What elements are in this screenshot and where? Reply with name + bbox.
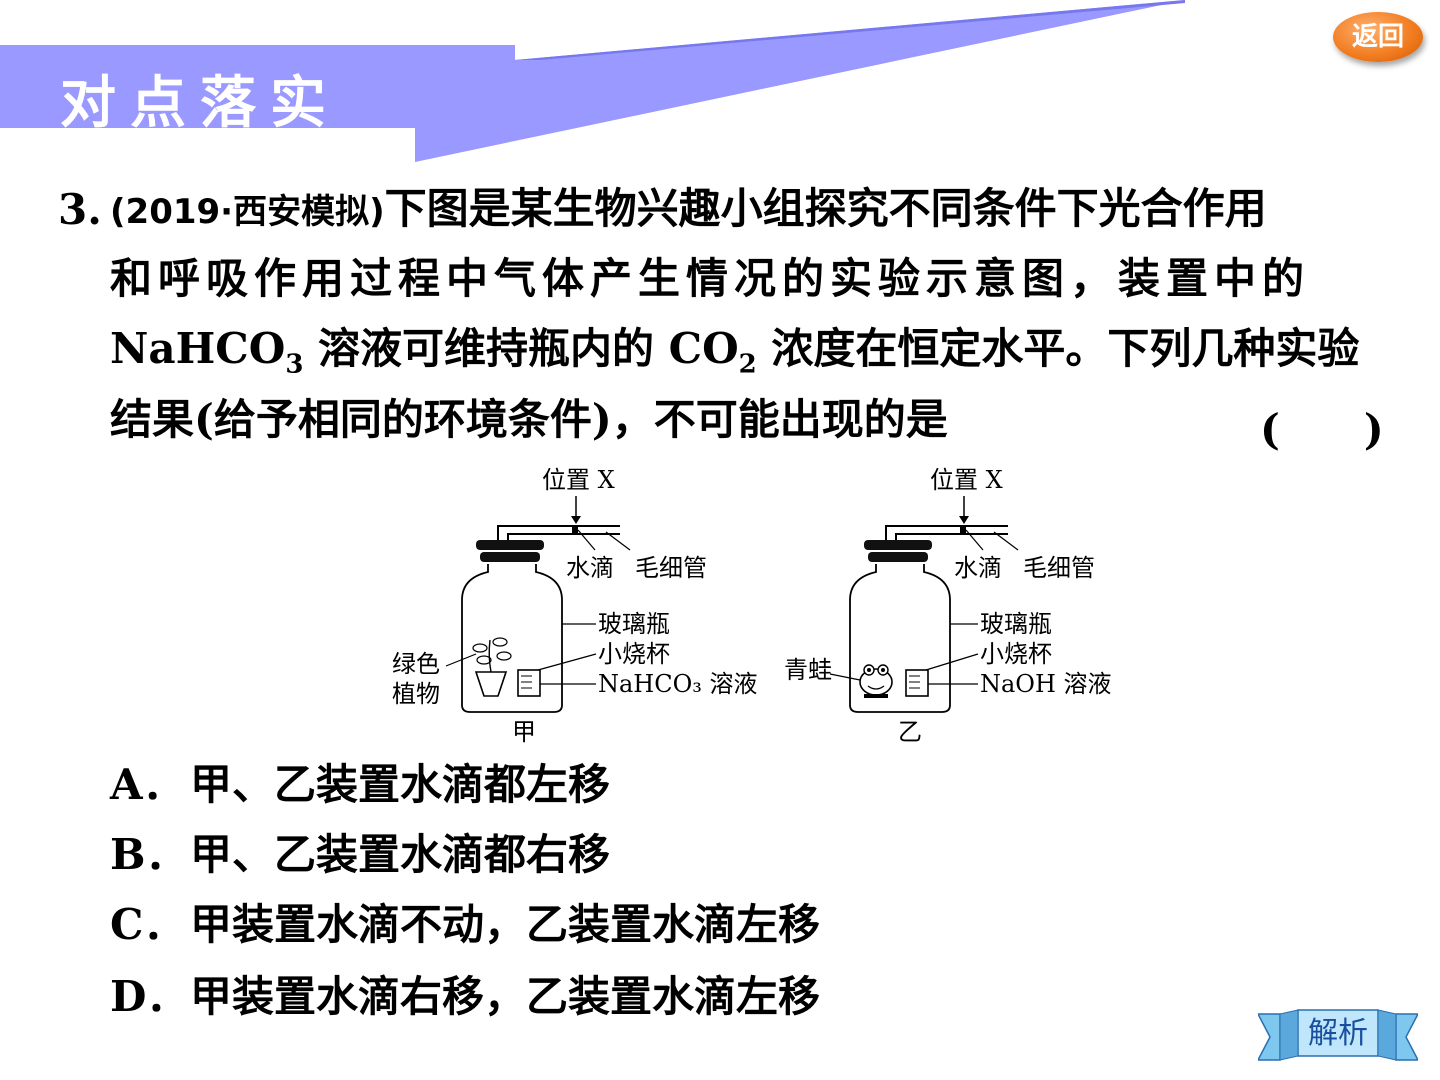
option-letter: B．	[110, 830, 188, 879]
question-line-2: 和呼吸作用过程中气体产生情况的实验示意图，装置中的	[110, 254, 1311, 303]
tube-label-yi: 毛细管	[1023, 554, 1095, 582]
position-x-label-yi: 位置 X	[930, 466, 1003, 494]
option-letter: D．	[110, 972, 189, 1021]
answer-blank: ( )	[1260, 405, 1384, 454]
position-x-label-jia: 位置 X	[542, 466, 615, 494]
question-number: 3.	[58, 185, 102, 234]
option-d[interactable]: D．甲装置水滴右移，乙装置水滴左移	[110, 972, 820, 1022]
apparatus-jia: 位置 X 水滴 毛细管 玻璃瓶 小烧杯 NaHCO₃ 溶液 绿	[392, 466, 758, 746]
frog-icon	[859, 664, 893, 698]
organism-label-yi: 青蛙	[784, 656, 832, 684]
option-text: 甲装置水滴不动，乙装置水滴左移	[190, 900, 821, 949]
water-drop-yi	[960, 525, 966, 534]
option-c[interactable]: C．甲装置水滴不动，乙装置水滴左移	[110, 900, 820, 950]
option-letter: C．	[110, 900, 186, 949]
bottle-label-jia: 玻璃瓶	[598, 610, 670, 638]
subscript-2: 2	[738, 349, 757, 380]
question-source: (2019·西安模拟)	[110, 192, 385, 232]
back-button[interactable]: 返回	[1333, 12, 1423, 62]
caption-yi: 乙	[898, 718, 922, 746]
apparatus-yi: 位置 X 水滴 毛细管 玻璃瓶 小烧杯 NaOH 溶液 青蛙 乙	[784, 466, 1112, 746]
water-drop-jia	[572, 525, 578, 534]
option-text: 甲、乙装置水滴都右移	[190, 830, 611, 879]
option-b[interactable]: B．甲、乙装置水滴都右移	[110, 830, 610, 880]
analysis-label: 解析	[1308, 1016, 1368, 1051]
subscript-3: 3	[285, 349, 304, 380]
drop-label-jia: 水滴	[566, 554, 614, 582]
caption-jia: 甲	[512, 718, 536, 746]
solution-label-jia: NaHCO₃ 溶液	[598, 670, 758, 698]
question-text-3b: 溶液可维持瓶内的 CO	[303, 324, 739, 373]
tube-label-jia: 毛细管	[635, 554, 707, 582]
option-text: 甲装置水滴右移，乙装置水滴左移	[190, 972, 821, 1021]
organism-label-jia-1: 绿色	[392, 650, 440, 678]
option-a[interactable]: A．甲、乙装置水滴都左移	[110, 760, 610, 810]
header-banner	[0, 0, 1185, 162]
question-line-4: 结果(给予相同的环境条件)，不可能出现的是	[110, 395, 948, 444]
organism-label-jia-2: 植物	[392, 680, 440, 708]
beaker-label-jia: 小烧杯	[598, 640, 670, 668]
section-title: 对点落实	[60, 71, 340, 136]
option-text: 甲、乙装置水滴都左移	[190, 760, 611, 809]
ribbon-icon	[1258, 1009, 1418, 1061]
question-text-3c: 浓度在恒定水平。下列几种实验	[756, 324, 1360, 373]
analysis-button[interactable]: 解析	[1258, 1008, 1418, 1066]
question-line-3: NaHCO3 溶液可维持瓶内的 CO2 浓度在恒定水平。下列几种实验	[110, 325, 1385, 388]
question-line-1: (2019·西安模拟)下图是某生物兴趣小组探究不同条件下光合作用	[110, 185, 1385, 236]
question-text-3a: NaHCO	[110, 324, 286, 373]
option-letter: A．	[110, 760, 185, 809]
bottle-label-yi: 玻璃瓶	[980, 610, 1052, 638]
drop-label-yi: 水滴	[954, 554, 1002, 582]
question-text-1: 下图是某生物兴趣小组探究不同条件下光合作用	[384, 184, 1267, 233]
beaker-label-yi: 小烧杯	[980, 640, 1052, 668]
experiment-diagram: 位置 X 水滴 毛细管 玻璃瓶 小烧杯 NaHCO₃ 溶液 绿	[392, 466, 1112, 746]
solution-label-yi: NaOH 溶液	[980, 670, 1112, 698]
